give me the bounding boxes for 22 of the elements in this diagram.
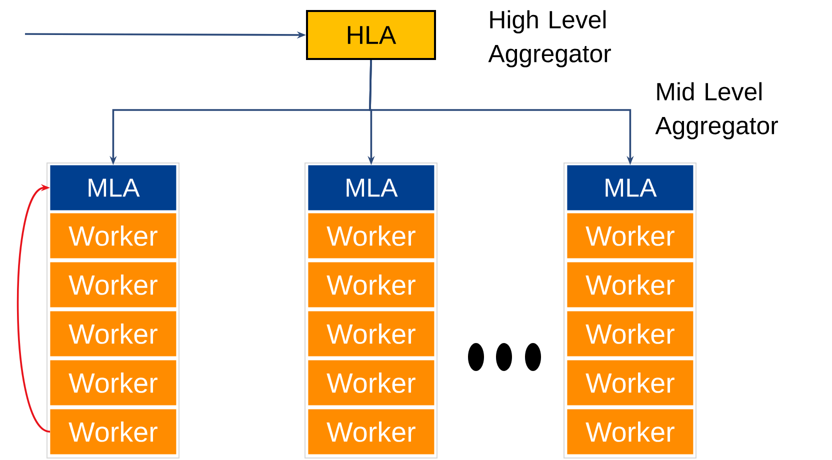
worker-box: Worker — [308, 409, 434, 454]
worker-box: Worker — [50, 311, 176, 356]
level-label: Mid Level Aggregator — [655, 82, 778, 140]
worker-box: Worker — [308, 360, 434, 406]
worker-box: Worker — [567, 360, 694, 406]
worker-box: Worker — [50, 409, 176, 454]
worker-box: Worker — [567, 262, 694, 308]
worker-box: Worker — [567, 213, 694, 258]
aggregator-box: MLA — [567, 165, 694, 210]
worker-box: Worker — [50, 262, 176, 308]
aggregator-box: MLA — [50, 165, 176, 210]
aggregator-box: HLA — [306, 10, 436, 60]
aggregator-box: MLA — [308, 165, 434, 210]
worker-box: Worker — [567, 409, 694, 454]
worker-box: Worker — [50, 360, 176, 406]
worker-box: Worker — [567, 311, 694, 356]
worker-box: Worker — [308, 311, 434, 356]
worker-box: Worker — [308, 213, 434, 258]
worker-box: Worker — [50, 213, 176, 258]
arrow — [16, 184, 50, 432]
worker-box: Worker — [308, 262, 434, 308]
node-caption: High Level Aggregator — [488, 10, 611, 68]
